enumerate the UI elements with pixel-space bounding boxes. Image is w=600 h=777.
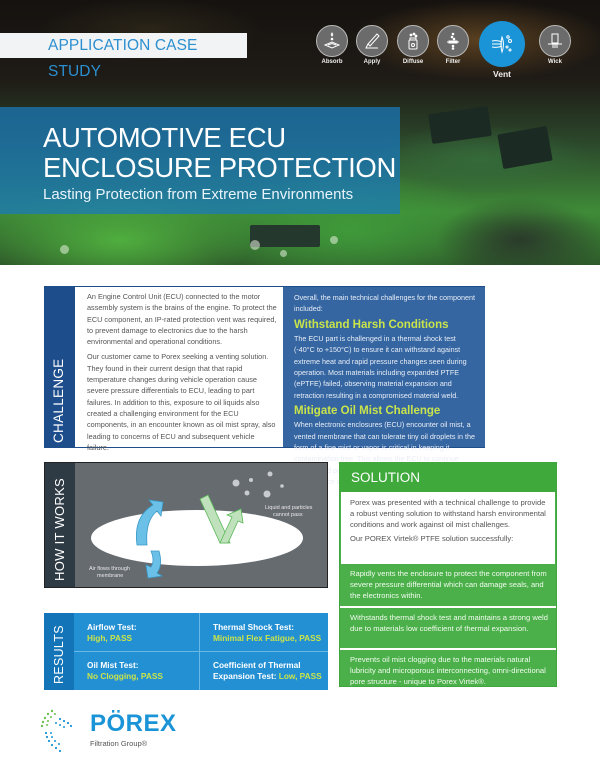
challenge-section: CHALLENGE An Engine Control Unit (ECU) c…: [44, 286, 485, 486]
airflow-up-arrow-icon: [135, 499, 164, 546]
porex-logo: PÖREX Filtration Group®: [38, 705, 208, 755]
porex-tagline: Filtration Group®: [90, 739, 148, 748]
particle-dot: [280, 484, 284, 488]
solution-section: SOLUTION Porex was presented with a tech…: [339, 462, 557, 687]
results-label: RESULTS: [52, 625, 66, 684]
case-study-label: APPLICATION CASE STUDY: [0, 33, 247, 80]
challenge-heading-oil-mist: Mitigate Oil Mist Challenge: [294, 405, 441, 418]
challenge-paragraph: Our customer came to Porex seeking a ven…: [87, 352, 276, 452]
result-oil-mist: Oil Mist Test: No Clogging, PASS: [87, 660, 163, 681]
circuit-chip-graphic: [428, 105, 492, 145]
how-it-works-section: HOW IT WORKS Liquid and particles cannot…: [44, 462, 328, 588]
bokeh-dot: [60, 245, 69, 254]
challenge-body-harsh-conditions: The ECU part is challenged in a thermal …: [294, 333, 467, 400]
results-section: RESULTS Airflow Test: High, PASS Thermal…: [44, 613, 328, 690]
how-it-works-side-tab: HOW IT WORKS: [45, 463, 75, 587]
how-it-works-label: HOW IT WORKS: [52, 477, 67, 581]
solution-item: Prevents oil mist clogging due to the ma…: [340, 648, 556, 691]
capability-absorb: Absorb: [312, 25, 352, 65]
solution-heading: SOLUTION: [340, 463, 556, 492]
liquid-incoming-arrow-icon: [199, 494, 231, 544]
page-title-line-2: ENCLOSURE PROTECTION: [43, 152, 397, 183]
apply-icon: [356, 25, 388, 57]
page-subtitle: Lasting Protection from Extreme Environm…: [43, 186, 354, 203]
hero-banner: APPLICATION CASE STUDY AUTOMOTIVE ECU EN…: [0, 0, 600, 265]
bokeh-dot: [250, 240, 260, 250]
membrane-shape: [91, 510, 303, 566]
capability-filter: Filter: [433, 25, 473, 65]
challenge-description: An Engine Control Unit (ECU) connected t…: [75, 287, 283, 452]
challenge-side-tab: CHALLENGE: [45, 287, 75, 447]
title-band: AUTOMOTIVE ECU ENCLOSURE PROTECTION Last…: [0, 107, 400, 214]
air-label: Air flows through: [89, 566, 130, 572]
results-side-tab: RESULTS: [44, 613, 74, 690]
liquid-label: cannot pass: [273, 512, 303, 518]
diffuse-icon: [397, 25, 429, 57]
page-title-line-1: AUTOMOTIVE ECU: [43, 122, 286, 153]
solution-item: Rapidly vents the enclosure to protect t…: [350, 569, 547, 600]
particle-dot: [267, 471, 273, 477]
result-airflow: Airflow Test: High, PASS: [87, 622, 137, 643]
particle-dot: [232, 479, 240, 487]
absorb-icon: [316, 25, 348, 57]
solution-intro: Porex was presented with a technical cha…: [341, 492, 555, 564]
result-thermal-expansion: Coefficient of Thermal Expansion Test: L…: [213, 660, 322, 681]
filter-icon: [437, 25, 469, 57]
porex-wordmark: PÖREX: [90, 710, 177, 737]
technical-challenges-panel: Overall, the main technical challenges f…: [283, 287, 485, 486]
air-label: membrane: [97, 573, 123, 579]
liquid-deflected-arrow-icon: [219, 508, 244, 544]
circuit-chip-graphic: [250, 225, 320, 247]
result-thermal-shock: Thermal Shock Test: Minimal Flex Fatigue…: [213, 622, 322, 643]
airflow-down-arrow-icon: [145, 550, 164, 579]
capability-apply: Apply: [352, 25, 392, 65]
challenges-intro: Overall, the main technical challenges f…: [294, 293, 475, 314]
solution-item: Withstands thermal shock test and mainta…: [340, 606, 556, 648]
bokeh-dot: [330, 236, 338, 244]
wick-icon: [539, 25, 571, 57]
bokeh-dot: [280, 250, 287, 257]
membrane-diagram: Liquid and particles cannot pass Air flo…: [89, 471, 313, 579]
circuit-chip-graphic: [497, 125, 553, 170]
liquid-label: Liquid and particles: [265, 505, 313, 511]
particle-dot: [263, 490, 271, 498]
capability-vent: Vent: [477, 21, 527, 79]
porex-swirl-icon: [40, 709, 73, 753]
vent-icon: [479, 21, 525, 67]
challenge-label: CHALLENGE: [51, 358, 66, 443]
particle-dot: [244, 490, 250, 496]
challenge-heading-harsh-conditions: Withstand Harsh Conditions: [294, 318, 449, 331]
capability-diffuse: Diffuse: [393, 25, 433, 65]
challenge-paragraph: An Engine Control Unit (ECU) connected t…: [87, 292, 277, 347]
capability-wick: Wick: [535, 25, 575, 65]
particle-dot: [249, 478, 253, 482]
results-divider: [74, 651, 328, 652]
